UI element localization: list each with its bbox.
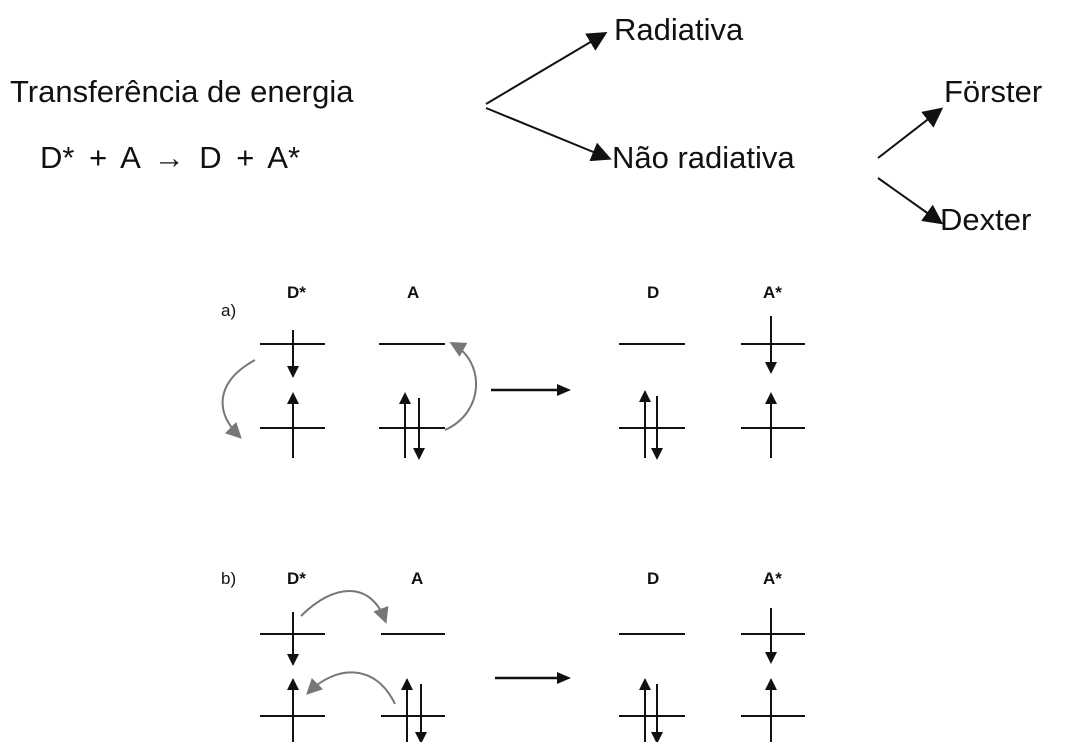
label-donor-excited: D* — [287, 569, 306, 588]
label-donor: D — [647, 283, 660, 302]
branch-radiative: Radiativa — [614, 12, 744, 47]
panel-dexter-mechanism: b) D* A D A* — [205, 556, 845, 742]
diagram-title: Transferência de energia — [10, 74, 354, 109]
label-acceptor-excited: A* — [763, 569, 782, 588]
branch-dexter: Dexter — [940, 202, 1032, 237]
arrow-to-nao-radiativa — [485, 107, 612, 162]
panel-label: a) — [221, 301, 237, 320]
energy-levels-a — [221, 316, 805, 460]
label-donor: D — [647, 569, 660, 588]
panel-label: b) — [221, 569, 237, 588]
arrow-to-radiativa — [485, 31, 608, 105]
arrow-to-dexter — [877, 177, 944, 225]
reaction-equation: D* + A → D + A* — [40, 140, 301, 175]
label-acceptor: A — [411, 569, 424, 588]
energy-levels-b — [260, 590, 805, 742]
arrow-to-forster — [877, 107, 944, 159]
branch-arrows — [485, 31, 944, 225]
branch-non-radiative: Não radiativa — [612, 140, 795, 175]
branch-forster: Förster — [944, 74, 1043, 109]
panel-forster-mechanism: a) D* A D A* — [205, 272, 845, 502]
label-acceptor: A — [407, 283, 420, 302]
label-acceptor-excited: A* — [763, 283, 782, 302]
label-donor-excited: D* — [287, 283, 306, 302]
